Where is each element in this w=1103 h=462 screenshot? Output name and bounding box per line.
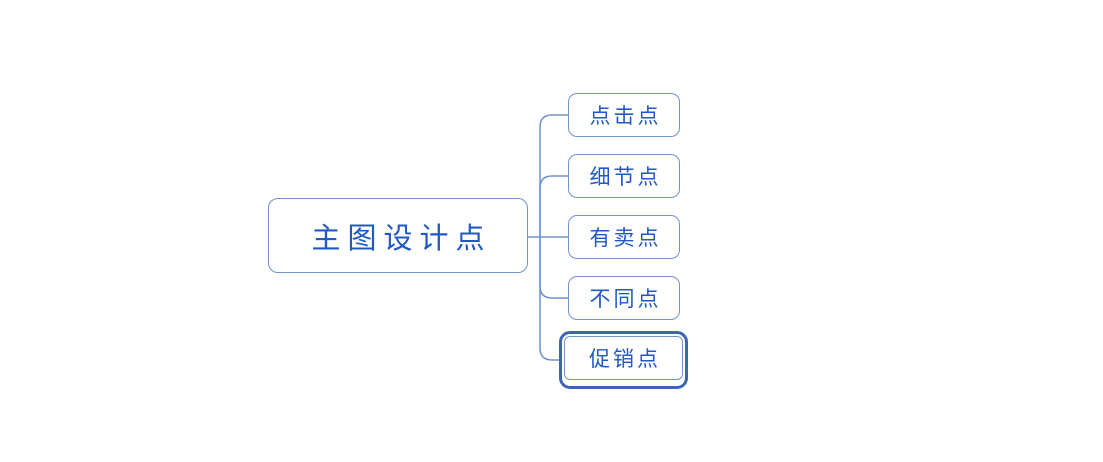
node-label: 不同点: [589, 287, 662, 311]
node-label: 点击点: [589, 104, 662, 128]
mindmap-node-butongdian[interactable]: 不同点: [568, 276, 680, 320]
node-label: 细节点: [589, 165, 662, 189]
node-label: 促销点: [589, 347, 661, 371]
connector-branch-butongdian: [539, 236, 569, 299]
mindmap-node-cuxiaodian-selected[interactable]: 促销点: [564, 336, 683, 380]
mindmap-node-youmaidian[interactable]: 有卖点: [568, 215, 680, 259]
selection-border: 促销点: [559, 331, 688, 389]
node-label: 有卖点: [589, 226, 662, 250]
connector-branch-cuxiaodian: [539, 236, 560, 361]
mindmap-node-dianjidian[interactable]: 点击点: [568, 93, 680, 137]
connector-branch-xijiedian: [539, 175, 569, 238]
root-node-label: 主图设计点: [311, 222, 492, 255]
connector-branch-dianjidian: [539, 114, 569, 238]
mindmap-root-node[interactable]: 主图设计点: [268, 198, 528, 273]
mindmap-node-xijiedian[interactable]: 细节点: [568, 154, 680, 198]
